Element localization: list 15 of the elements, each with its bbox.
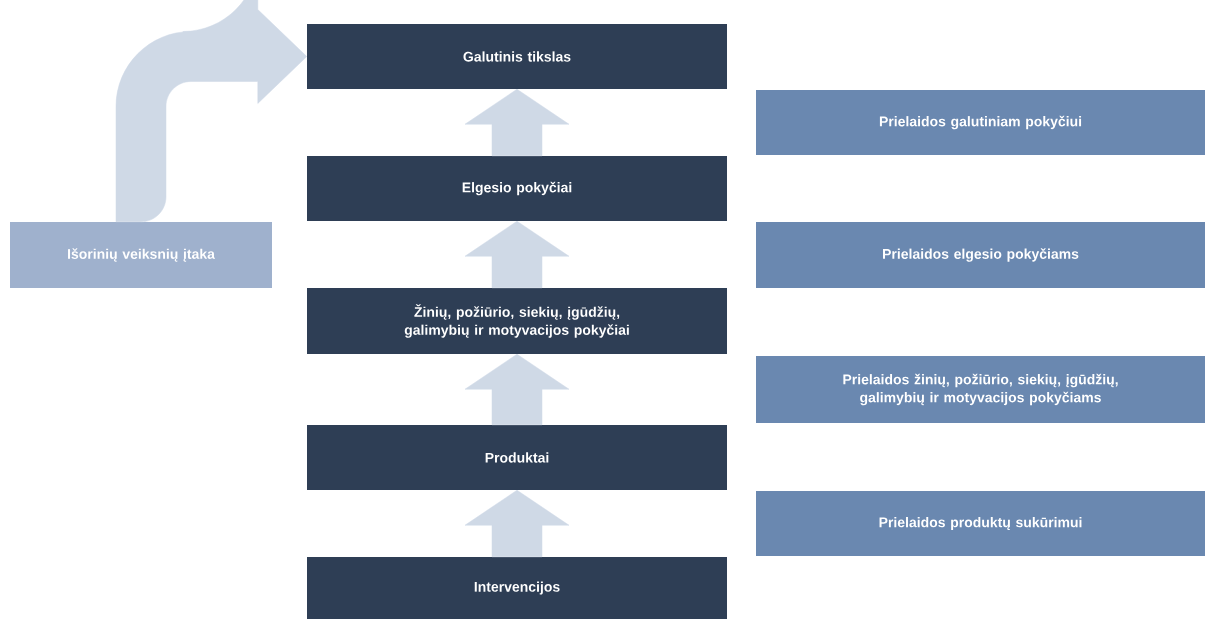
block-arrow [464,88,570,157]
block-arrow [464,220,570,289]
assumption-box: Prielaidos galutiniam pokyčiui [756,90,1205,155]
block-arrow [464,489,570,558]
process-box: Intervencijos [307,557,727,619]
assumption-box: Prielaidos žinių, požiūrio, siekių, įgūdžių, galimybių ir motyvacijos pokyčiams [756,356,1205,423]
block-arrow [115,0,308,223]
process-box: Galutinis tikslas [307,24,727,89]
assumption-box: Prielaidos produktų sukūrimui [756,491,1205,556]
assumption-box: Prielaidos elgesio pokyčiams [756,222,1205,288]
process-box: Žinių, požiūrio, siekių, įgūdžių, galimybių ir motyvacijos pokyčiai [307,288,727,354]
block-arrow [464,353,570,426]
factor-box: Išorinių veiksnių įtaka [10,222,272,288]
process-box: Elgesio pokyčiai [307,156,727,221]
process-box: Produktai [307,425,727,490]
